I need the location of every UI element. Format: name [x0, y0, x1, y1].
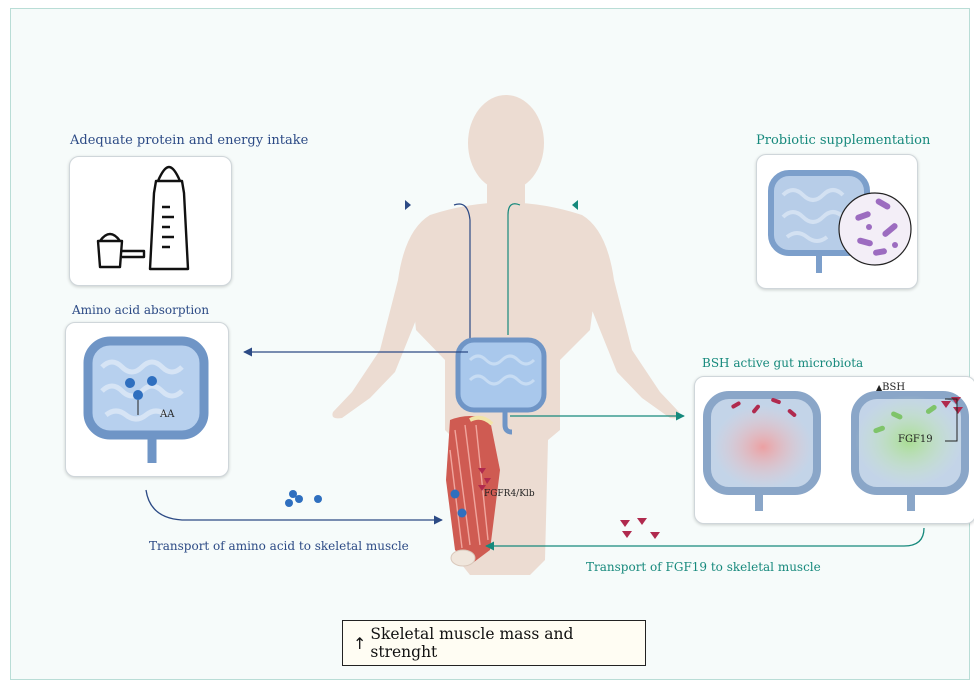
amino-absorption-panel — [65, 322, 229, 477]
probiotic-panel — [756, 154, 918, 289]
label-transport-fgf19: Transport of FGF19 to skeletal muscle — [586, 560, 821, 574]
label-probiotic: Probiotic supplementation — [756, 133, 930, 148]
up-arrow-icon: ↑ — [353, 634, 366, 653]
outcome-box: ↑ Skeletal muscle mass and strenght — [342, 620, 646, 666]
label-fgfr4-klb: FGFR4/Klb — [484, 489, 535, 499]
outcome-label: Skeletal muscle mass and strenght — [370, 625, 645, 661]
protein-scoop-icon — [98, 234, 144, 267]
label-protein-intake: Adequate protein and energy intake — [70, 133, 308, 148]
label-aa: AA — [160, 409, 174, 420]
label-bsh: ▲BSH — [876, 382, 905, 393]
protein-intake-panel — [69, 156, 232, 286]
label-amino-absorption: Amino acid absorption — [72, 303, 209, 317]
bsh-microbiota-panel — [694, 376, 974, 524]
label-transport-amino: Transport of amino acid to skeletal musc… — [149, 539, 409, 553]
arrow-fgf19-to-muscle — [486, 528, 924, 546]
fgf19-particles — [620, 518, 660, 539]
human-body-figure — [332, 95, 679, 575]
label-fgf19: FGF19 — [898, 434, 933, 445]
amino-acid-particles — [285, 490, 322, 507]
label-bsh-microbiota: BSH active gut microbiota — [702, 356, 863, 370]
